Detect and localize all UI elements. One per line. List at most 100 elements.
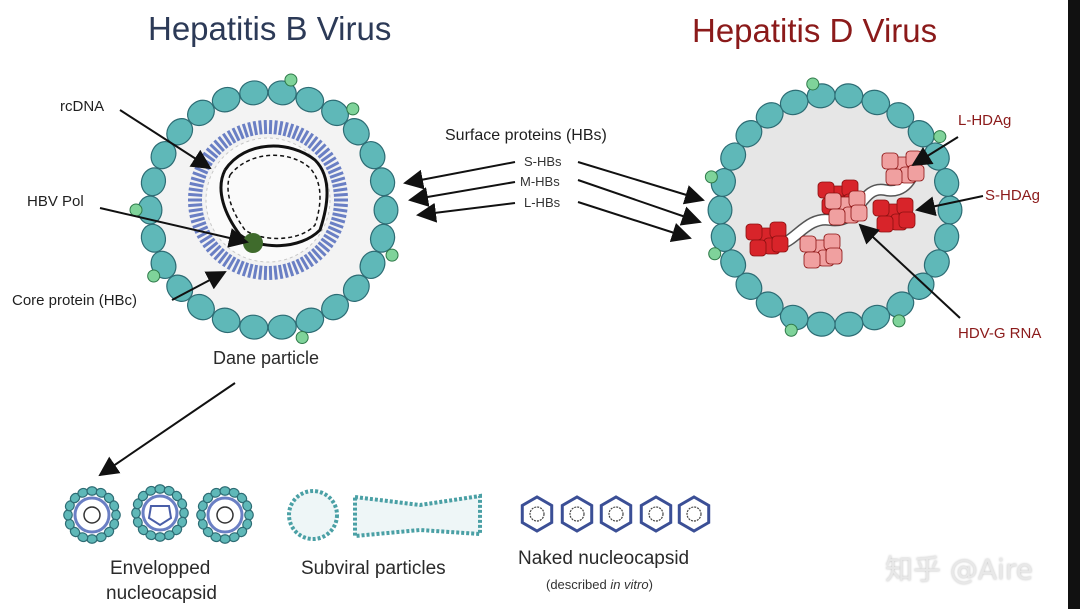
capsid-spike xyxy=(247,122,254,137)
capsid-spike xyxy=(314,244,327,257)
capsid-spike xyxy=(222,132,233,147)
naked-genome xyxy=(529,506,545,522)
envelope-bead xyxy=(131,507,141,519)
capsid-spike xyxy=(332,212,347,219)
envelope-bead xyxy=(242,500,253,512)
envelope-bead xyxy=(111,509,121,521)
capsid-spike xyxy=(317,241,331,253)
s-hdag-cluster xyxy=(876,215,894,233)
capsid-spike xyxy=(247,263,254,278)
hbv-pol xyxy=(243,233,263,253)
envelope-bead xyxy=(321,99,349,127)
naked-nucleocapsids xyxy=(520,495,711,533)
naked-capsid xyxy=(560,495,594,533)
capsid-spike xyxy=(325,161,340,171)
hdv-title: Hepatitis D Virus xyxy=(692,12,938,49)
capsid-spike xyxy=(303,132,314,147)
envelope-bead xyxy=(937,195,963,225)
envelope-bead xyxy=(369,167,396,197)
envelope-bead xyxy=(187,293,215,321)
capsid-spike xyxy=(331,216,346,224)
enveloped-label-2: nucleocapsid xyxy=(106,583,217,604)
l-hdag-cluster xyxy=(828,208,846,226)
envelope-bead xyxy=(86,486,98,496)
capsid-spike xyxy=(236,260,245,275)
l-hdag-cluster xyxy=(824,192,842,210)
surface-protein xyxy=(346,102,360,116)
capsid-spike xyxy=(217,251,229,264)
capsid-spike xyxy=(188,187,203,193)
capsid-spike xyxy=(314,143,327,156)
envelope-bead xyxy=(267,314,297,340)
l-hdag-cluster xyxy=(907,164,925,182)
capsid-spike xyxy=(241,123,250,138)
envelope-bead xyxy=(239,314,269,340)
capsid-spike xyxy=(307,251,319,264)
surface-protein xyxy=(385,248,399,262)
envelope-bead xyxy=(359,140,386,170)
capsid-spike xyxy=(252,264,259,280)
surface-proteins-label: Surface proteins (HBs) xyxy=(445,127,607,144)
capsid-spike xyxy=(231,127,241,142)
envelope-bead xyxy=(86,534,98,544)
capsid-spike xyxy=(189,181,204,188)
capsid-spike xyxy=(333,203,348,208)
envelope-bead xyxy=(211,307,241,334)
mini-core xyxy=(147,505,173,527)
capsid-spike xyxy=(295,127,305,142)
hbv-title: Hepatitis B Virus xyxy=(148,10,392,47)
hbv-envelope xyxy=(137,80,399,340)
capsid-spike xyxy=(241,262,250,277)
capsid-spike xyxy=(282,122,289,137)
capsid-spike xyxy=(192,221,207,229)
envelope-bead xyxy=(369,223,396,253)
envelope-bead xyxy=(934,167,960,197)
core-protein-label: Core protein (HBc) xyxy=(12,292,138,309)
capsid-spike xyxy=(323,156,337,167)
capsid-spike xyxy=(199,233,213,244)
surface-protein xyxy=(933,130,947,144)
surface-protein xyxy=(284,73,298,87)
capsid-spike xyxy=(192,171,207,179)
naked-genome xyxy=(608,506,624,522)
capsid-spike xyxy=(291,125,300,140)
surface-protein xyxy=(295,331,309,345)
described-label: (described in vitro) xyxy=(546,577,653,592)
capsid-spike xyxy=(213,139,225,152)
envelope-bead xyxy=(154,532,166,542)
capsid-spike xyxy=(217,136,229,149)
envelope-bead xyxy=(187,99,215,127)
capsid-spike xyxy=(258,120,263,135)
subviral-particles xyxy=(287,489,482,541)
envelope-bead xyxy=(211,86,241,113)
capsid-spike xyxy=(188,203,203,208)
capsid-spike xyxy=(273,265,278,280)
capsid-spike xyxy=(327,166,342,175)
capsid-spike xyxy=(213,248,225,261)
l-hdag-cluster xyxy=(881,152,899,170)
envelope-bead xyxy=(63,509,73,521)
capsid-spike xyxy=(317,147,331,159)
capsid-spike xyxy=(329,221,344,229)
capsid-spike xyxy=(205,241,219,253)
l-hdag-cluster xyxy=(825,247,843,265)
naked-label: Naked nucleocapsid xyxy=(518,548,690,569)
envelope-bead xyxy=(109,500,120,512)
capsid-spike xyxy=(299,256,310,271)
envelope-bead xyxy=(179,507,189,519)
capsid-spike xyxy=(320,151,334,163)
envelope-bead xyxy=(177,498,188,510)
s-hdag-cluster xyxy=(771,235,789,253)
dane-particle xyxy=(129,73,399,345)
capsid-spike xyxy=(333,207,348,213)
capsid-spike xyxy=(332,181,347,188)
envelope-bead xyxy=(196,509,206,521)
capsid-spike xyxy=(311,139,323,152)
capsid-spike xyxy=(209,143,222,156)
l-hdag-cluster xyxy=(850,204,868,222)
rcdna-helix xyxy=(219,144,329,248)
mini-genome xyxy=(216,506,234,524)
capsid-spike xyxy=(295,258,305,273)
s-hdag-label: S-HDAg xyxy=(985,187,1041,204)
